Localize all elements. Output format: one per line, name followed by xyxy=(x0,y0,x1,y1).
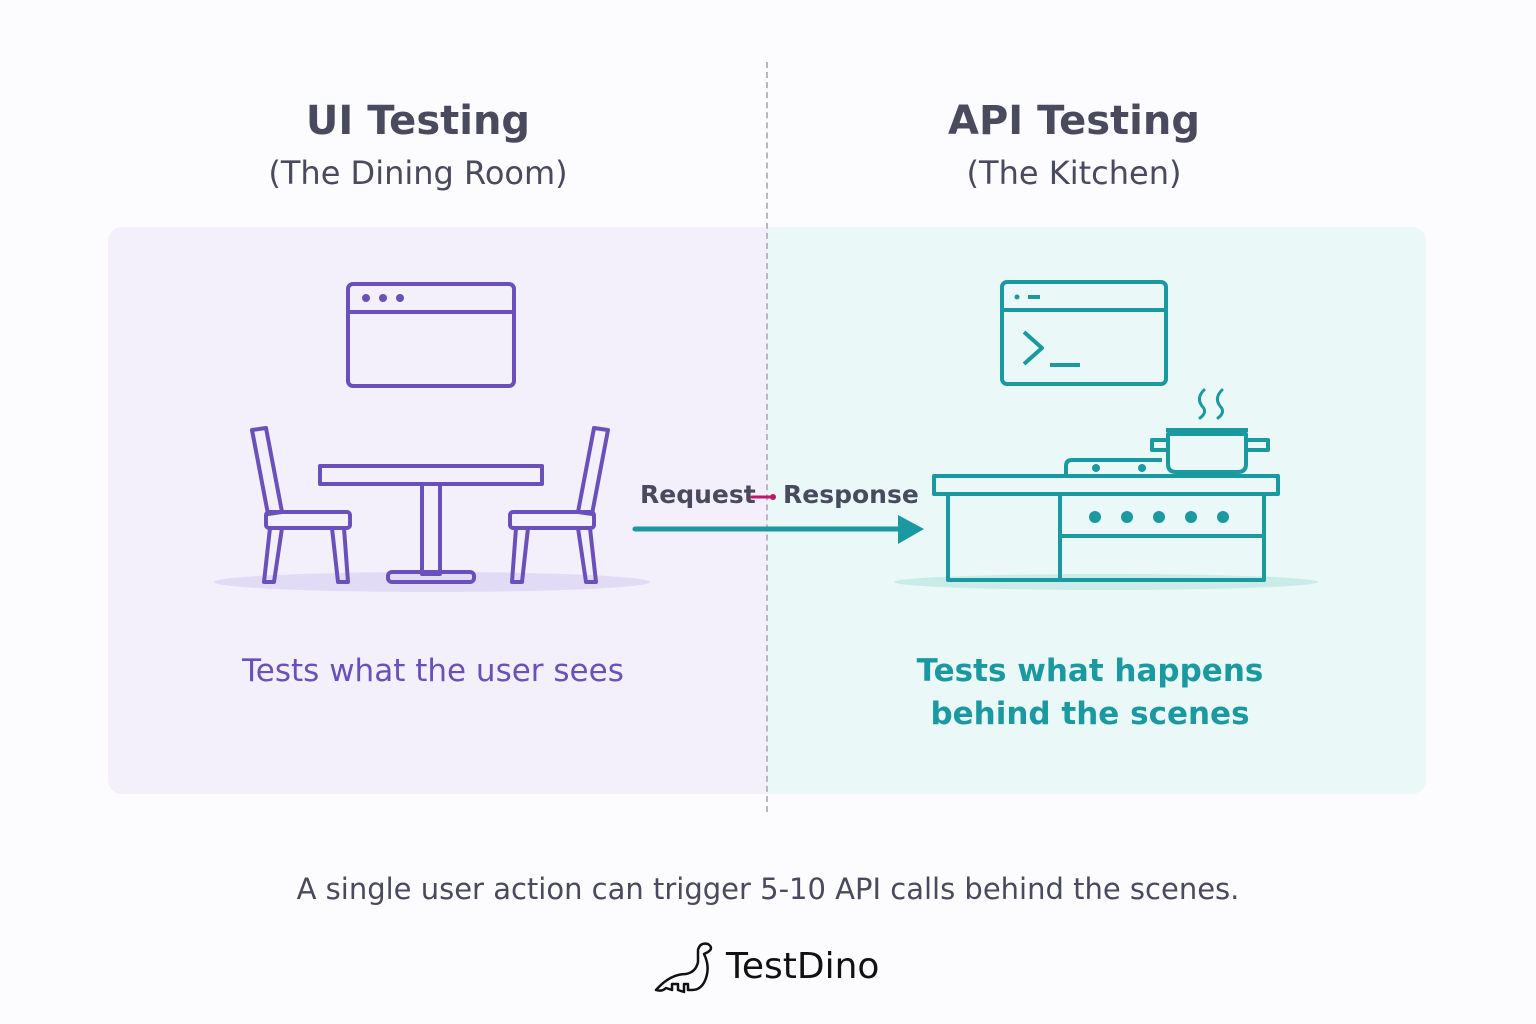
divider xyxy=(766,62,768,812)
api-testing-subtitle: (The Kitchen) xyxy=(966,154,1182,192)
browser-window-icon xyxy=(346,282,516,388)
ui-testing-title: UI Testing xyxy=(305,98,531,144)
testdino-logo-icon xyxy=(654,942,713,994)
api-testing-title: API Testing xyxy=(948,98,1200,144)
dining-room-illustration xyxy=(214,282,650,592)
chair-right-icon xyxy=(508,426,610,584)
request-arrow-icon xyxy=(632,515,924,544)
steam-icon xyxy=(1197,388,1225,420)
ui-testing-subtitle: (The Dining Room) xyxy=(268,154,568,192)
response-label: Response xyxy=(783,480,919,509)
ui-testing-caption: Tests what the user sees xyxy=(242,653,624,689)
testdino-brand-name: TestDino xyxy=(726,946,880,987)
kitchen-illustration xyxy=(894,280,1318,590)
pot-icon xyxy=(1150,428,1270,474)
terminal-window-icon xyxy=(1000,280,1168,386)
api-testing-caption: Tests what happens behind the scenes xyxy=(810,650,1370,736)
api-testing-panel xyxy=(768,227,1426,794)
connector-icon xyxy=(750,494,776,500)
chair-left-icon xyxy=(250,426,352,584)
footer-note: A single user action can trigger 5-10 AP… xyxy=(296,872,1240,906)
api-caption-line1: Tests what happens xyxy=(916,653,1264,689)
table-icon xyxy=(318,464,544,584)
request-label: Request xyxy=(640,480,756,509)
api-caption-line2: behind the scenes xyxy=(930,696,1250,732)
stove-counter-icon xyxy=(932,458,1280,582)
